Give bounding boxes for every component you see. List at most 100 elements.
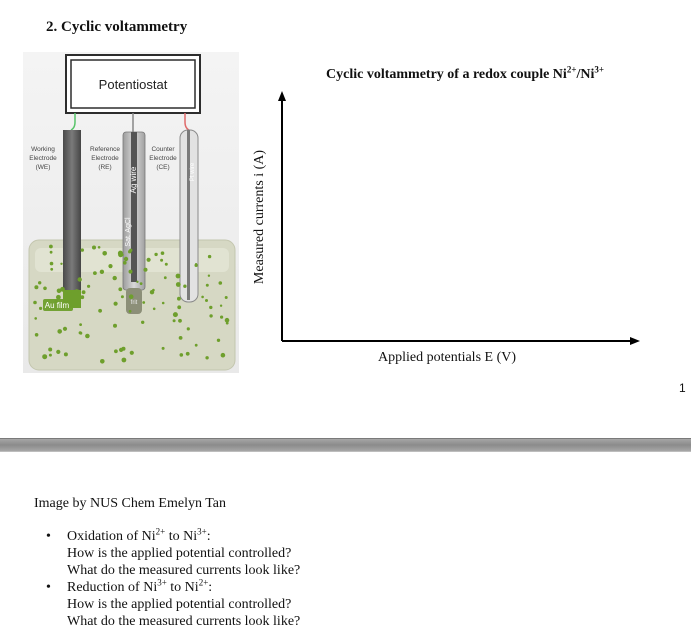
ni-particle xyxy=(205,299,208,302)
potentiostat-label: Potentiostat xyxy=(99,77,168,92)
ni-particle xyxy=(139,282,143,285)
ni-particle xyxy=(178,318,182,323)
ni-particle xyxy=(38,281,42,285)
au-film-label: Au film xyxy=(45,301,70,310)
ni-particle xyxy=(220,315,224,319)
frit-label: frit xyxy=(131,300,138,306)
ni-particle xyxy=(123,261,127,265)
question-currents: What do the measured currents look like? xyxy=(67,614,301,629)
ni-particle xyxy=(128,294,134,299)
section-heading: 2. Cyclic voltammetry xyxy=(46,19,188,35)
ni-particle xyxy=(63,352,68,357)
ce-label-line3: (CE) xyxy=(156,164,169,171)
ni-particle xyxy=(194,263,198,267)
we-label-line3: (WE) xyxy=(36,164,51,171)
ni-particle xyxy=(154,252,158,257)
ni-particle xyxy=(80,248,84,252)
ni-particle xyxy=(183,284,187,288)
ni-particle xyxy=(99,269,105,274)
ni-particle xyxy=(34,317,37,320)
ni-particle xyxy=(161,301,165,305)
question-potential: How is the applied potential controlled? xyxy=(67,546,292,561)
ni-particle xyxy=(81,290,86,295)
ni-particle xyxy=(179,353,184,357)
ni-particle xyxy=(177,296,181,301)
ni-particle xyxy=(43,286,47,291)
ni-particle xyxy=(142,301,146,304)
ni-particle xyxy=(49,261,54,266)
ni-particle xyxy=(56,349,61,354)
we-label-line1: Working xyxy=(31,146,55,153)
ni-particle xyxy=(78,331,82,335)
ni-particle xyxy=(34,285,39,290)
ni-particle xyxy=(112,275,117,281)
ni-particle xyxy=(175,273,181,279)
y-axis-label: Measured currents i (A) xyxy=(252,150,267,284)
ni-particle xyxy=(209,305,213,310)
ni-particle xyxy=(172,319,176,323)
page-number: 1 xyxy=(679,381,686,395)
oxidation-heading: Oxidation of Ni2+ to Ni3+: xyxy=(67,526,211,544)
ni-particle xyxy=(218,281,223,285)
bullet: • xyxy=(46,529,51,544)
cv-axes: Measured currents i (A) Applied potentia… xyxy=(252,91,640,365)
reference-frit xyxy=(126,288,142,314)
ni-particle xyxy=(178,336,183,340)
chart-title-sup1: 2+ xyxy=(566,64,577,75)
ce-label-line2: Electrode xyxy=(149,155,177,162)
electrochemical-cell-diagram: Potentiostat Working Electrode (WE) Refe… xyxy=(23,52,239,373)
ni-particle xyxy=(152,288,155,292)
y-axis-arrow xyxy=(278,91,286,101)
ni-particle xyxy=(209,314,213,318)
ni-particle xyxy=(177,305,182,310)
ni-particle xyxy=(34,333,39,337)
chart-title: Cyclic voltammetry of a redox couple Ni2… xyxy=(300,64,630,83)
ni-particle xyxy=(119,347,124,352)
working-electrode xyxy=(63,130,81,290)
re-label-line3: (RE) xyxy=(98,164,111,171)
ni-particle xyxy=(79,323,82,326)
ni-particle xyxy=(225,321,229,325)
ni-particle xyxy=(123,256,129,262)
ni-particle xyxy=(33,300,37,305)
ni-particle xyxy=(42,354,48,360)
ni-particle xyxy=(160,258,164,262)
ni-particle xyxy=(77,289,80,292)
ni-particle xyxy=(194,343,198,347)
ni-particle xyxy=(128,269,133,274)
pt-wire xyxy=(187,130,190,300)
ni-particle xyxy=(50,267,54,271)
ni-particle xyxy=(175,282,181,287)
page-break xyxy=(0,438,691,452)
ni-particle xyxy=(100,359,105,364)
ni-particle xyxy=(85,333,90,339)
ni-particle xyxy=(92,245,96,250)
ni-particle xyxy=(143,267,148,272)
ni-particle xyxy=(185,351,190,356)
image-credit: Image by NUS Chem Emelyn Tan xyxy=(34,496,227,511)
question-currents: What do the measured currents look like? xyxy=(67,563,301,578)
ni-particle xyxy=(39,306,43,310)
ni-particle xyxy=(224,296,228,299)
chart-title-mid: /Ni xyxy=(576,67,595,82)
ce-label-line1: Counter xyxy=(151,146,175,153)
ni-particle xyxy=(205,356,209,360)
we-wire xyxy=(70,113,76,131)
bullet: • xyxy=(46,580,51,595)
ni-particle xyxy=(48,347,53,352)
ni-particle xyxy=(146,257,151,262)
ni-particle xyxy=(108,264,113,269)
ni-particle xyxy=(56,294,61,300)
list-item: • Oxidation of Ni2+ to Ni3+: How is the … xyxy=(46,526,301,579)
ni-particle xyxy=(164,262,168,266)
ni-particle xyxy=(201,295,204,299)
x-axis-label: Applied potentials E (V) xyxy=(378,350,516,365)
ni-particle xyxy=(93,271,97,275)
question-potential: How is the applied potential controlled? xyxy=(67,597,292,612)
ni-particle xyxy=(54,299,58,304)
ni-particle xyxy=(163,276,167,280)
reduction-heading: Reduction of Ni3+ to Ni2+: xyxy=(67,577,213,595)
ni-particle xyxy=(207,254,212,259)
ni-particle xyxy=(60,286,65,292)
ni-particle xyxy=(117,250,123,256)
